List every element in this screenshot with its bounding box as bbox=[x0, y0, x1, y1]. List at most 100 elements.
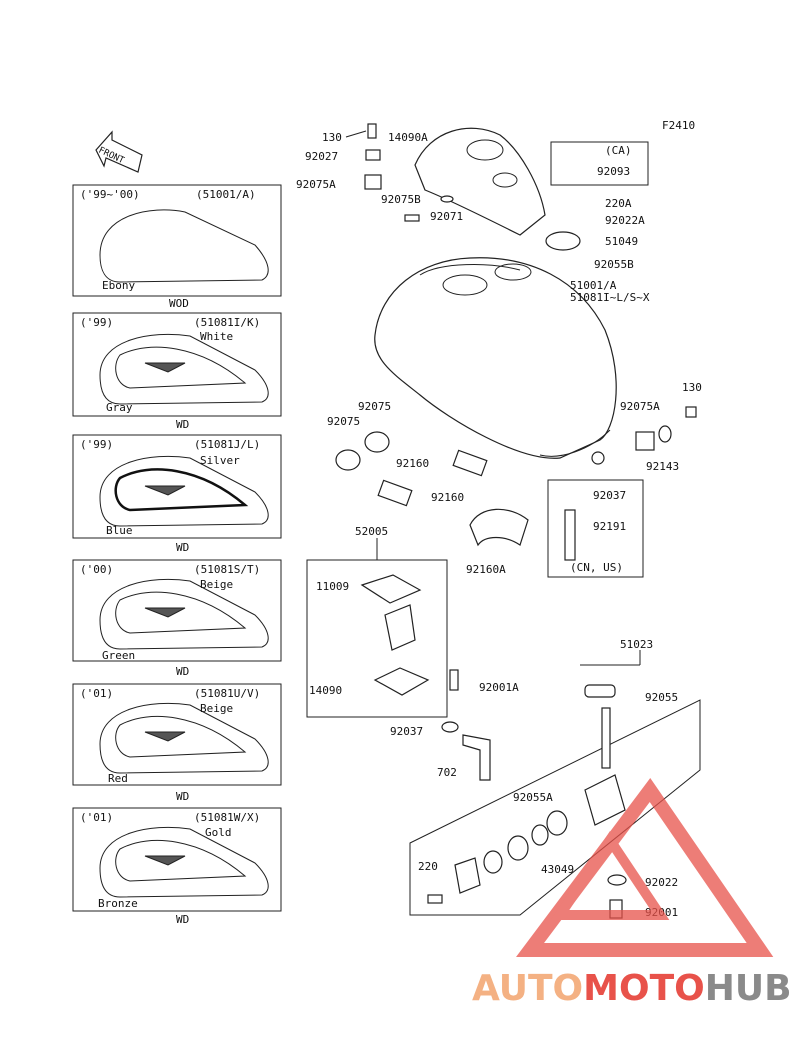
label-92075A-left: 92075A bbox=[296, 178, 336, 191]
label-92037-right: 92037 bbox=[593, 489, 626, 502]
variant-color-secondary: Silver bbox=[200, 454, 240, 467]
label-92093: 92093 bbox=[597, 165, 630, 178]
variant-color: Bronze bbox=[98, 897, 138, 910]
label-92027: 92027 bbox=[305, 150, 338, 163]
watermark-moto: MOTO bbox=[583, 968, 705, 1009]
label-92075A-right: 92075A bbox=[620, 400, 660, 413]
label-tank-2: 51081I~L/S~X bbox=[570, 291, 650, 304]
variant-color: Gray bbox=[106, 401, 133, 414]
variant-color-secondary: Beige bbox=[200, 702, 233, 715]
pad-92160-a bbox=[452, 449, 488, 477]
grommet-92027 bbox=[365, 149, 381, 161]
variant-color-secondary: White bbox=[200, 330, 233, 343]
variant-market: WD bbox=[176, 418, 189, 431]
bolt-130-right bbox=[685, 406, 697, 418]
seal-ring bbox=[507, 835, 529, 861]
washer-92143 bbox=[658, 425, 672, 443]
variant-box-1: ('99~'00) (51001/A) Ebony WOD bbox=[72, 184, 282, 310]
variant-market: WD bbox=[176, 541, 189, 554]
label-92055: 92055 bbox=[645, 691, 678, 704]
variant-part-number: (51001/A) bbox=[196, 188, 256, 201]
bolt-92001A bbox=[449, 669, 459, 691]
variant-part-number: (51081W/X) bbox=[194, 811, 260, 824]
plate-valve bbox=[454, 857, 481, 894]
variant-color: Red bbox=[108, 772, 128, 785]
variant-box-6: ('01) (51081W/X) Gold Bronze WD bbox=[72, 807, 282, 926]
label-92160-a: 92160 bbox=[396, 457, 429, 470]
variant-color: Green bbox=[102, 649, 135, 662]
label-92191: 92191 bbox=[593, 520, 626, 533]
damper-92075-right bbox=[364, 431, 390, 453]
pad-92160A bbox=[469, 508, 529, 547]
hose-702 bbox=[462, 734, 491, 781]
damper-92075A-left bbox=[364, 174, 382, 190]
variant-years: ('99) bbox=[80, 438, 113, 451]
variant-years: ('99~'00) bbox=[80, 188, 140, 201]
label-92055B: 92055B bbox=[594, 258, 634, 271]
label-ca: (CA) bbox=[605, 144, 632, 157]
variant-part-number: (51081U/V) bbox=[194, 687, 260, 700]
label-tank-1: 51001/A bbox=[570, 279, 617, 292]
variant-color-secondary: Beige bbox=[200, 578, 233, 591]
variant-color: Ebony bbox=[102, 279, 135, 292]
label-130-top: 130 bbox=[322, 131, 342, 144]
variant-market: WD bbox=[176, 790, 189, 803]
screw-220 bbox=[427, 894, 443, 904]
front-arrow: FRONT bbox=[95, 130, 143, 173]
variant-part-number: (51081J/L) bbox=[194, 438, 260, 451]
label-220: 220 bbox=[418, 860, 438, 873]
gauge-52005 bbox=[384, 604, 416, 651]
cnus-box bbox=[547, 479, 644, 578]
variant-market: WOD bbox=[169, 297, 189, 310]
variant-color: Blue bbox=[106, 524, 133, 537]
variant-box-5: ('01) (51081U/V) Beige Red WD bbox=[72, 683, 282, 803]
fuel-tank bbox=[374, 257, 617, 465]
part-labels: 130 14090A 92027 92075A 92075B 92071 (CA… bbox=[296, 130, 702, 919]
label-92071: 92071 bbox=[430, 210, 463, 223]
variant-box-3: ('99) (51081J/L) Silver Blue WD bbox=[72, 434, 282, 554]
variant-years: ('99) bbox=[80, 316, 113, 329]
label-43049: 43049 bbox=[541, 863, 574, 876]
washer-92075B bbox=[440, 195, 454, 203]
label-92037-low: 92037 bbox=[390, 725, 423, 738]
label-92160A: 92160A bbox=[466, 563, 506, 576]
plate-14090 bbox=[373, 667, 430, 696]
label-92075-a: 92075 bbox=[358, 400, 391, 413]
label-51049: 51049 bbox=[605, 235, 638, 248]
pad-92160-b bbox=[377, 479, 413, 507]
watermark-logo bbox=[516, 778, 774, 957]
watermark-auto: AUTO bbox=[472, 968, 583, 1009]
ca-box bbox=[550, 141, 649, 186]
ring-2 bbox=[483, 850, 503, 874]
label-92143: 92143 bbox=[646, 460, 679, 473]
label-220A: 220A bbox=[605, 197, 632, 210]
label-14090: 14090 bbox=[309, 684, 342, 697]
lever-43049 bbox=[546, 810, 568, 836]
variant-part-number: (51081S/T) bbox=[194, 563, 260, 576]
bolt-130-top bbox=[367, 123, 377, 139]
label-92160-b: 92160 bbox=[431, 491, 464, 504]
clamp-92037-low bbox=[441, 721, 459, 733]
variant-market: WD bbox=[176, 913, 189, 926]
label-14090A: 14090A bbox=[388, 131, 428, 144]
label-92075-b: 92075 bbox=[327, 415, 360, 428]
watermark-text: AUTOMOTOHUB bbox=[472, 968, 792, 1009]
label-cnus: (CN, US) bbox=[570, 561, 623, 574]
label-92075B: 92075B bbox=[381, 193, 421, 206]
damper-92075A-right bbox=[635, 431, 655, 451]
variant-market: WD bbox=[176, 665, 189, 678]
label-92001A: 92001A bbox=[479, 681, 519, 694]
damper-92075-left bbox=[335, 449, 361, 471]
label-52005: 52005 bbox=[355, 525, 388, 538]
label-92055A: 92055A bbox=[513, 791, 553, 804]
variant-box-4: ('00) (51081S/T) Beige Green WD bbox=[72, 559, 282, 678]
variant-box-2: ('99) (51081I/K) White Gray WD bbox=[72, 312, 282, 431]
variant-part-number: (51081I/K) bbox=[194, 316, 260, 329]
gasket-11009 bbox=[360, 574, 422, 604]
dash-cover bbox=[414, 127, 546, 236]
label-11009: 11009 bbox=[316, 580, 349, 593]
gasket-92055 bbox=[584, 684, 616, 698]
label-92022A: 92022A bbox=[605, 214, 645, 227]
oring-92055A bbox=[531, 824, 549, 846]
figure-code: F2410 bbox=[662, 119, 695, 132]
